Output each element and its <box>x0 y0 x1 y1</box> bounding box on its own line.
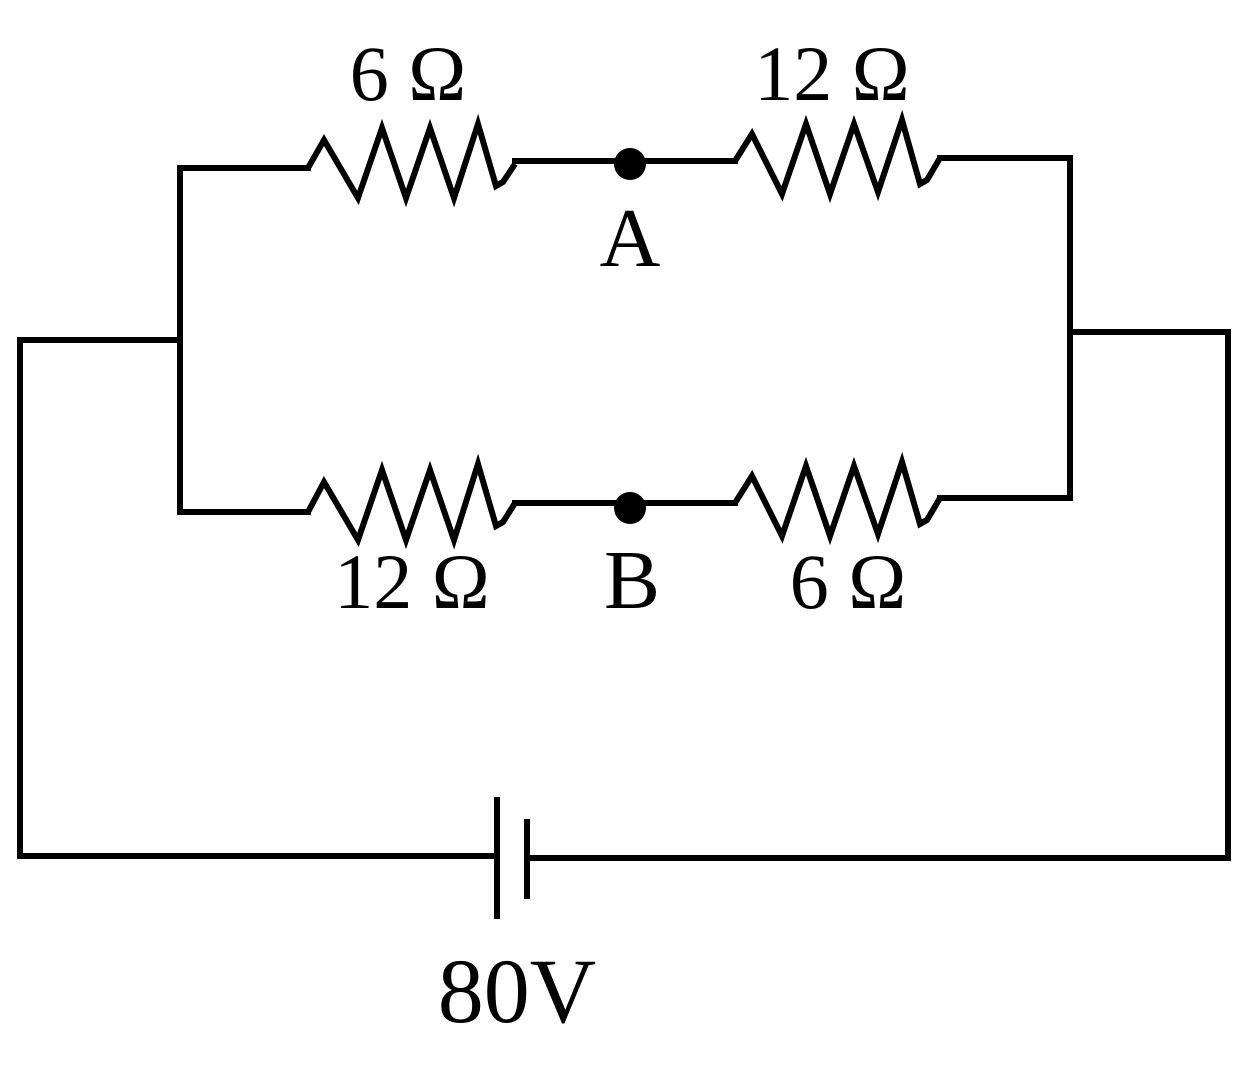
resistor-top-left-label: 6 Ω <box>350 30 466 117</box>
node-a-dot <box>614 148 646 180</box>
resistor-bottom-left-label: 12 Ω <box>334 538 489 625</box>
resistor-top-right-label: 12 Ω <box>754 30 909 117</box>
resistor-top-right <box>732 109 943 204</box>
battery-voltage-label: 80V <box>438 940 596 1042</box>
top-branch-left-wire <box>177 165 311 343</box>
resistor-top-left <box>305 113 518 208</box>
top-branch-right-wire <box>937 155 1073 335</box>
node-b-dot <box>614 492 646 524</box>
bottom-branch-left-wire <box>177 337 311 515</box>
resistor-bottom-right-label: 6 Ω <box>790 538 906 625</box>
outer-right-wire <box>524 329 1231 861</box>
node-a-label: A <box>600 192 661 285</box>
resistor-bottom-left <box>305 453 518 550</box>
node-b-label: B <box>604 534 660 627</box>
resistor-bottom-right <box>732 451 943 546</box>
bottom-branch-right-wire <box>937 329 1073 501</box>
outer-left-wire <box>17 337 499 859</box>
